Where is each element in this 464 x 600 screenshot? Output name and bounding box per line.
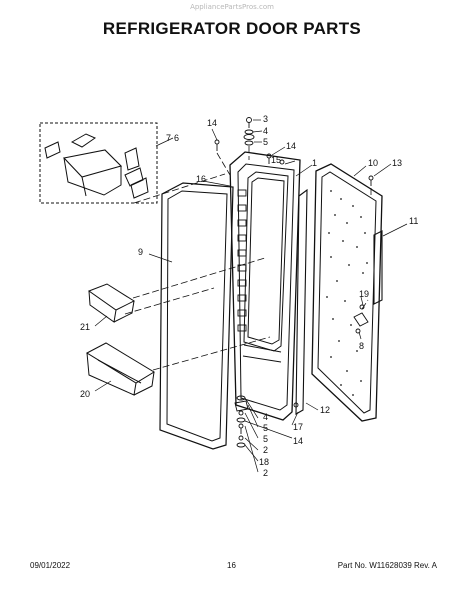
callout-label: 19 bbox=[359, 289, 369, 299]
footer-part-number: Part No. W11628039 Rev. A bbox=[337, 561, 437, 570]
callout-label: 13 bbox=[392, 158, 402, 168]
callout-label: 11 bbox=[409, 216, 418, 226]
callout-label: 14 bbox=[293, 436, 303, 446]
bin-assembly-detail bbox=[44, 133, 149, 199]
callout-label: 6 bbox=[174, 133, 179, 143]
callout-label: 14 bbox=[207, 118, 217, 128]
callout-label: 20 bbox=[80, 389, 90, 399]
hinge-pin-hardware bbox=[353, 304, 369, 334]
callout-label: 12 bbox=[320, 405, 330, 415]
door-bin-large bbox=[85, 342, 155, 396]
callout-label: 15 bbox=[271, 155, 281, 165]
door-shelf-small bbox=[87, 283, 136, 323]
callout-label: 10 bbox=[368, 158, 378, 168]
outer-door-panel bbox=[311, 163, 383, 422]
callout-label: 14 bbox=[286, 141, 296, 151]
callout-label: 3 bbox=[263, 114, 268, 124]
callout-label: 1 bbox=[312, 158, 317, 168]
callout-label: 21 bbox=[80, 322, 90, 332]
callout-label: 18 bbox=[259, 457, 269, 467]
callout-label: 16 bbox=[196, 174, 206, 184]
footer-page-number: 16 bbox=[227, 561, 236, 570]
page-title: REFRIGERATOR DOOR PARTS bbox=[102, 19, 362, 38]
callout-numbers: 6 14 3 4 5 14 15 1 16 10 13 11 9 19 8 21… bbox=[80, 114, 418, 478]
top-hardware bbox=[214, 117, 374, 186]
callout-label: 2 bbox=[263, 468, 268, 478]
detail-box bbox=[39, 122, 158, 204]
callout-label: 8 bbox=[359, 341, 364, 351]
callout-label: 4 bbox=[263, 126, 268, 136]
hinge-bracket bbox=[373, 230, 383, 305]
callout-label: 4 bbox=[263, 412, 268, 422]
callout-label: 5 bbox=[263, 434, 268, 444]
callout-label: 7 bbox=[166, 133, 171, 143]
callout-label: 9 bbox=[138, 247, 143, 257]
assembly-lines bbox=[124, 146, 372, 400]
footer-date: 09/01/2022 bbox=[30, 561, 71, 570]
insulation-texture bbox=[326, 190, 368, 396]
leader-lines bbox=[94, 119, 408, 473]
door-seal-strip bbox=[295, 188, 308, 415]
door-liner bbox=[159, 182, 234, 450]
callout-label: 5 bbox=[263, 137, 268, 147]
callout-label: 17 bbox=[293, 422, 303, 432]
callout-label: 5 bbox=[263, 423, 268, 433]
door-frame bbox=[229, 151, 301, 421]
watermark: AppliancePartsPros.com bbox=[190, 3, 274, 11]
callout-label: 2 bbox=[263, 445, 268, 455]
